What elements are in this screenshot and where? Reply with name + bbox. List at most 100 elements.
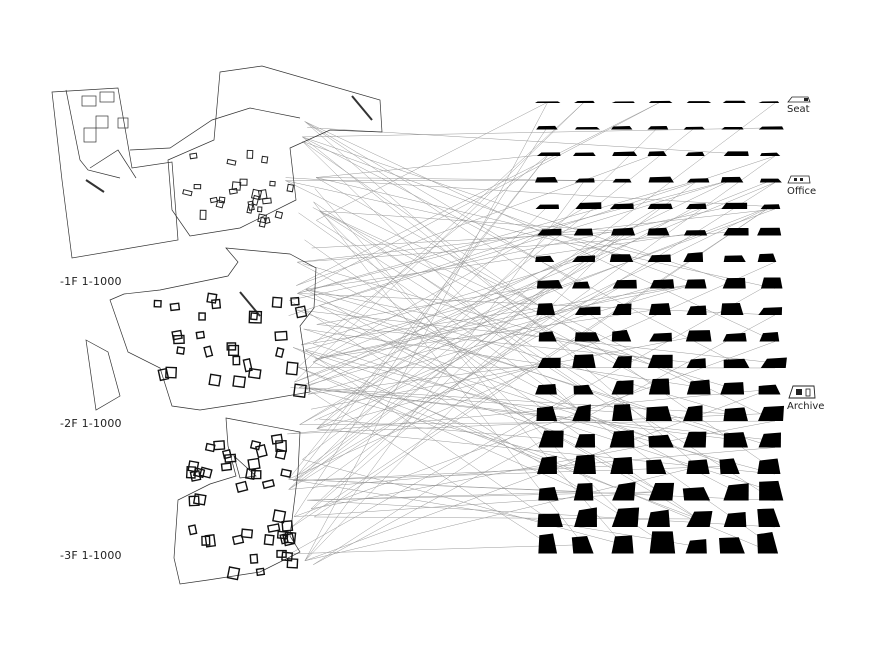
office-icon	[787, 175, 811, 184]
room-shape	[722, 332, 747, 342]
opening	[290, 296, 300, 306]
opening	[276, 530, 289, 540]
opening	[281, 551, 294, 562]
connection-line	[319, 210, 776, 501]
opening	[231, 181, 242, 191]
opening	[286, 558, 299, 569]
connection-line	[315, 308, 661, 360]
room-shape	[572, 255, 596, 262]
connection-line	[304, 102, 548, 561]
room-shape	[535, 384, 557, 395]
opening	[274, 448, 287, 460]
room-shape	[649, 332, 672, 342]
opening	[280, 468, 292, 478]
room-shape	[649, 279, 675, 289]
room-shape	[611, 380, 634, 395]
room-shape	[572, 404, 591, 421]
room-shape	[723, 227, 749, 236]
opening	[271, 296, 283, 309]
connection-line	[311, 231, 624, 249]
opening	[270, 433, 284, 445]
connection-line	[315, 153, 549, 178]
floor-plan-2f	[85, 247, 317, 411]
opening	[204, 442, 216, 453]
room-shape	[611, 329, 632, 342]
room-shape	[647, 203, 673, 209]
opening	[240, 528, 254, 539]
connection-line	[315, 308, 546, 360]
opening	[198, 312, 206, 321]
room-shape	[758, 405, 785, 421]
opening	[275, 347, 285, 359]
connection-line	[316, 284, 550, 325]
room-shape	[686, 459, 710, 474]
connection-line	[294, 182, 776, 383]
room-shape	[648, 378, 670, 395]
connection-line	[312, 207, 660, 387]
opening	[188, 495, 200, 507]
room-shape	[573, 228, 594, 236]
room-shape	[758, 384, 781, 395]
connection-line	[293, 283, 625, 482]
room-shape	[720, 303, 744, 315]
room-shape	[538, 331, 557, 342]
opening	[257, 189, 268, 200]
opening	[231, 534, 245, 546]
room-shape-matrix	[535, 100, 787, 554]
room-shape	[723, 358, 750, 368]
opening	[242, 358, 253, 373]
opening	[193, 183, 202, 190]
connection-line	[316, 101, 548, 221]
room-shape	[722, 100, 746, 103]
room-shape	[647, 227, 670, 236]
connection-line	[300, 283, 696, 346]
room-shape	[649, 531, 676, 554]
connection-line	[297, 179, 733, 294]
opening	[254, 443, 268, 459]
room-shape	[536, 406, 558, 421]
room-shape	[758, 432, 781, 448]
opening	[257, 206, 263, 213]
opening	[250, 469, 262, 480]
connection-line	[292, 347, 548, 466]
room-shape	[612, 404, 633, 421]
opening	[206, 292, 218, 304]
room-shape	[683, 405, 703, 421]
room-shape	[758, 126, 784, 130]
connection-line	[304, 121, 776, 342]
room-shape	[646, 509, 670, 527]
room-shape	[723, 407, 748, 421]
opening	[189, 152, 198, 160]
room-shape	[683, 230, 708, 236]
connection-line	[297, 101, 585, 368]
opening	[246, 203, 254, 214]
room-shape	[723, 511, 747, 527]
room-shape	[646, 406, 672, 421]
room-shape	[719, 458, 740, 474]
connection-line	[297, 101, 661, 294]
floor-label-3f: -3F 1-1000	[60, 549, 122, 562]
room-shape	[536, 125, 558, 130]
connection-line	[298, 367, 584, 492]
room-shape	[537, 513, 563, 527]
room-shape	[686, 358, 706, 368]
room-shape	[720, 382, 745, 395]
room-shape	[646, 459, 667, 474]
opening	[279, 533, 289, 545]
opening	[247, 457, 261, 471]
connection-line	[296, 153, 658, 286]
opening	[199, 209, 207, 220]
opening	[232, 355, 241, 366]
room-shape	[684, 279, 707, 289]
room-shape	[612, 356, 632, 368]
connection-line	[285, 180, 776, 422]
room-shape	[685, 539, 707, 554]
room-shape	[573, 454, 596, 474]
opening	[209, 196, 218, 204]
room-shape	[609, 254, 634, 262]
room-shape	[538, 486, 559, 501]
room-shape	[535, 176, 558, 183]
opening	[261, 478, 276, 490]
room-shape	[686, 379, 711, 395]
room-shape	[757, 532, 779, 554]
